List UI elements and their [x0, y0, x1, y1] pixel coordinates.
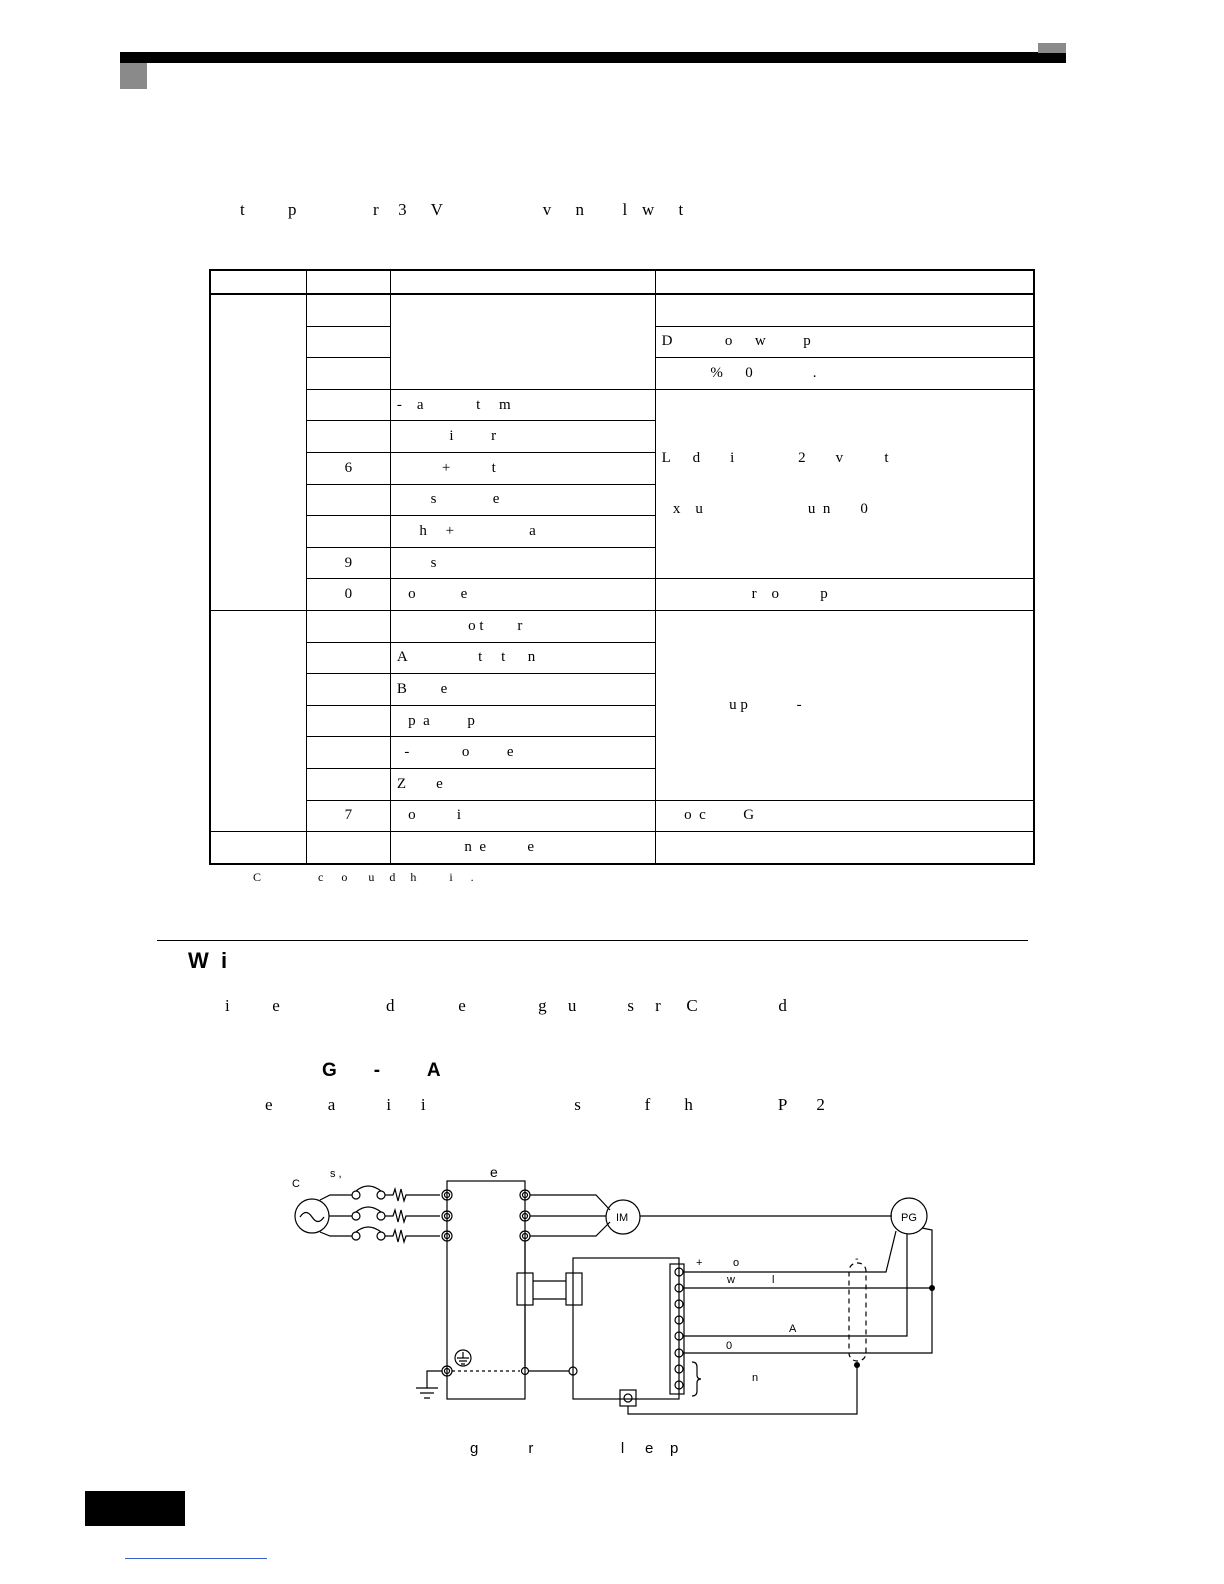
output-line	[530, 1194, 611, 1211]
label-term-plus: +	[696, 1257, 702, 1269]
function-cell: o t r	[389, 609, 656, 643]
table-row: A t t n	[210, 641, 1034, 675]
figure-caption: g r l e p	[470, 1440, 679, 1457]
label-encoder: PG	[901, 1212, 917, 1224]
connector-right	[565, 1272, 583, 1306]
inverter-terminals	[441, 1189, 531, 1377]
pin-cell	[305, 831, 391, 865]
encoder-wire	[683, 1234, 908, 1337]
table-row: - a t m L d i 2 v t x u u n 0	[210, 388, 1035, 580]
header-tab-right	[1038, 43, 1066, 53]
intro-paragraph: t p r 3 V v n l w t	[240, 200, 684, 219]
label-term-0: 0	[726, 1340, 732, 1352]
description-cell	[654, 831, 1035, 865]
label-term-l: l	[772, 1274, 774, 1286]
encoder-symbol	[890, 1197, 928, 1235]
section-divider	[157, 940, 1028, 941]
terminal-brace	[691, 1361, 702, 1397]
function-cell: Z e	[389, 767, 656, 801]
header-cell	[209, 269, 307, 295]
table-row: Z e	[210, 767, 1034, 801]
function-cell: - a t m	[389, 388, 656, 422]
terminal-strip	[669, 1263, 685, 1395]
table-row: h + a	[210, 515, 1034, 548]
group-cell-1	[209, 293, 307, 611]
motor-symbol	[605, 1199, 641, 1235]
function-cell: h + a	[389, 515, 656, 548]
header-cell	[389, 269, 656, 295]
table-row: p a p	[210, 704, 1034, 738]
header-bar	[120, 52, 1066, 63]
description-line: x u u n 0	[661, 501, 868, 518]
ground-wire	[426, 1370, 442, 1388]
encoder-wire	[683, 1227, 933, 1354]
option-card-box	[572, 1257, 680, 1400]
description-line: L d i 2 v t	[661, 450, 889, 467]
earth-mark-icon	[457, 1352, 469, 1365]
function-cell: i r	[389, 420, 656, 453]
description-cell: r o p	[654, 578, 1035, 611]
pin-cell: 9	[305, 546, 391, 580]
label-source-c: C	[292, 1178, 300, 1190]
function-cell	[389, 293, 656, 390]
description-cell-merged: L d i 2 v t x u u n 0	[654, 388, 1035, 580]
table-footnote: C c o u d h i .	[253, 870, 474, 884]
pin-cell	[305, 673, 391, 706]
header-cell	[654, 269, 1035, 295]
page-link-underline[interactable]	[125, 1558, 267, 1559]
function-cell: n e e	[389, 831, 656, 865]
ground-icon	[416, 1387, 438, 1399]
inverter-box	[446, 1180, 526, 1400]
label-term-o: o	[733, 1257, 739, 1269]
function-cell: o i	[389, 799, 656, 833]
function-cell: s e	[389, 483, 656, 517]
label-motor: IM	[616, 1212, 628, 1224]
label-term-w: w	[726, 1274, 735, 1286]
shield-terminal-box	[619, 1389, 637, 1407]
output-line	[530, 1221, 611, 1237]
section-title: W i	[188, 948, 228, 973]
function-cell: o e	[389, 578, 656, 611]
table-row: 7 o i o c G	[210, 799, 1035, 833]
subsection-title: G - A	[322, 1060, 441, 1081]
input-breakers	[319, 1185, 440, 1245]
table-row: o t r u p -	[209, 609, 1035, 833]
table-row: 0 o e r o p	[210, 578, 1035, 611]
header-tab-left	[120, 63, 147, 89]
pin-cell	[305, 609, 391, 643]
table-header-row	[209, 269, 1035, 295]
pin-cell	[305, 704, 391, 738]
terminal-table: D o w p % 0 . - a t m L d i 2 v t	[209, 269, 1035, 865]
encoder-wire	[683, 1230, 897, 1273]
description-cell-merged: u p -	[654, 609, 1035, 801]
earth-mark-icon	[454, 1349, 472, 1367]
label-term-n: n	[752, 1372, 758, 1384]
pin-cell	[305, 293, 391, 327]
description-cell	[654, 293, 1035, 327]
table-row	[209, 293, 1035, 611]
pin-cell	[305, 357, 391, 390]
label-inverter: e	[490, 1164, 498, 1180]
label-shield-dash: -	[855, 1253, 859, 1265]
group-cell-3	[209, 831, 307, 865]
pin-cell	[305, 641, 391, 675]
subsection-body: e a i i s f h P 2	[265, 1095, 825, 1114]
page-tab	[85, 1491, 185, 1526]
pin-cell	[305, 736, 391, 769]
ac-wave-icon	[299, 1211, 325, 1223]
shield-ground-wire	[627, 1365, 858, 1415]
table-row: - o e	[210, 736, 1034, 769]
section-body: i e d e g u s r C d	[225, 996, 787, 1015]
table-row: n e e	[209, 831, 1035, 865]
label-source-s: s ,	[330, 1168, 342, 1180]
junction-dots	[854, 1285, 935, 1368]
header-cell	[305, 269, 391, 295]
pin-cell: 7	[305, 799, 391, 833]
label-term-a: A	[789, 1323, 797, 1335]
cable-shield	[848, 1262, 867, 1362]
